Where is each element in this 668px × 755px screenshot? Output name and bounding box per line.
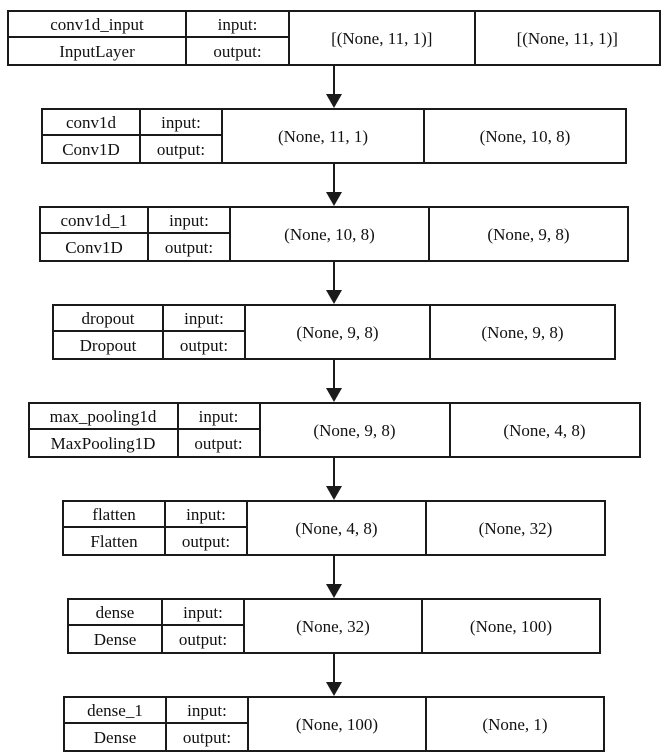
layer-node-dense: dense Dense input: output: (None, 32) (N… [67,598,601,654]
layer-type: Dropout [79,335,137,355]
layer-node-flatten: flatten Flatten input: output: (None, 4,… [62,500,606,556]
input-shape-value: (None, 32) [243,600,421,652]
output-label: output: [161,626,243,652]
flow-arrow [326,66,342,108]
layer-name: dropout [54,306,162,332]
output-shape-value: (None, 100) [421,600,599,652]
output-shape-value: (None, 9, 8) [428,208,627,260]
flow-arrow [326,262,342,304]
flow-arrow [326,164,342,206]
layer-name: dense_1 [65,698,165,724]
output-label: output: [176,430,259,456]
layer-name: conv1d [43,110,139,136]
input-label: input: [139,110,221,136]
input-shape-value: (None, 10, 8) [229,208,428,260]
layer-node-conv1d-1: conv1d_1 Conv1D input: output: (None, 10… [39,206,629,262]
arrow-head-icon [326,290,342,304]
input-label: input: [176,404,259,430]
layer-type: Conv1D [65,237,123,257]
layer-type: Flatten [90,531,138,551]
arrow-stem [333,360,335,388]
arrow-stem [333,66,335,94]
flow-arrow [326,654,342,696]
output-shape-value: (None, 32) [425,502,604,554]
layer-name: dense [69,600,161,626]
layer-name: conv1d_input [9,12,185,38]
output-label: output: [164,528,246,554]
layer-name: max_pooling1d [29,404,177,430]
output-shape-value: [(None, 11, 1)] [473,12,660,64]
input-shape-value: (None, 100) [247,698,425,750]
arrow-stem [333,458,335,486]
layer-type: Conv1D [62,139,120,159]
output-shape-value: (None, 4, 8) [448,404,639,456]
arrow-head-icon [326,584,342,598]
arrow-head-icon [326,682,342,696]
arrow-head-icon [326,94,342,108]
output-shape-value: (None, 1) [425,698,603,750]
output-label: output: [139,136,221,162]
input-shape-value: [(None, 11, 1)] [288,12,474,64]
arrow-stem [333,556,335,584]
input-label: input: [185,12,288,38]
arrow-stem [333,262,335,290]
arrow-head-icon [326,486,342,500]
layer-node-dropout: dropout Dropout input: output: (None, 9,… [52,304,616,360]
input-shape-value: (None, 11, 1) [221,110,423,162]
flow-arrow [326,556,342,598]
output-label: output: [165,724,247,750]
output-label: output: [162,332,244,358]
layer-type: Dense [93,629,137,649]
input-shape-value: (None, 9, 8) [258,404,449,456]
layer-type: Dense [93,727,137,747]
arrow-stem [333,164,335,192]
layer-name: flatten [64,502,164,528]
output-label: output: [185,38,288,64]
input-label: input: [164,502,246,528]
layer-node-dense-1: dense_1 Dense input: output: (None, 100)… [63,696,605,752]
layer-node-max-pooling1d: max_pooling1d MaxPooling1D input: output… [27,402,641,458]
output-shape-value: (None, 10, 8) [423,110,625,162]
input-label: input: [161,600,243,626]
layer-type: InputLayer [59,41,135,61]
layer-name: conv1d_1 [41,208,147,234]
input-label: input: [162,306,244,332]
input-shape-value: (None, 9, 8) [244,306,429,358]
output-shape-value: (None, 9, 8) [429,306,614,358]
arrow-stem [333,654,335,682]
input-shape-value: (None, 4, 8) [246,502,425,554]
output-label: output: [147,234,229,260]
flow-arrow [326,360,342,402]
layer-type: MaxPooling1D [50,433,156,453]
arrow-head-icon [326,192,342,206]
input-label: input: [165,698,247,724]
flow-arrow [326,458,342,500]
arrow-head-icon [326,388,342,402]
layer-node-conv1d: conv1d Conv1D input: output: (None, 11, … [41,108,627,164]
input-label: input: [147,208,229,234]
layer-node-conv1d-input: conv1d_input InputLayer input: output: [… [7,10,661,66]
